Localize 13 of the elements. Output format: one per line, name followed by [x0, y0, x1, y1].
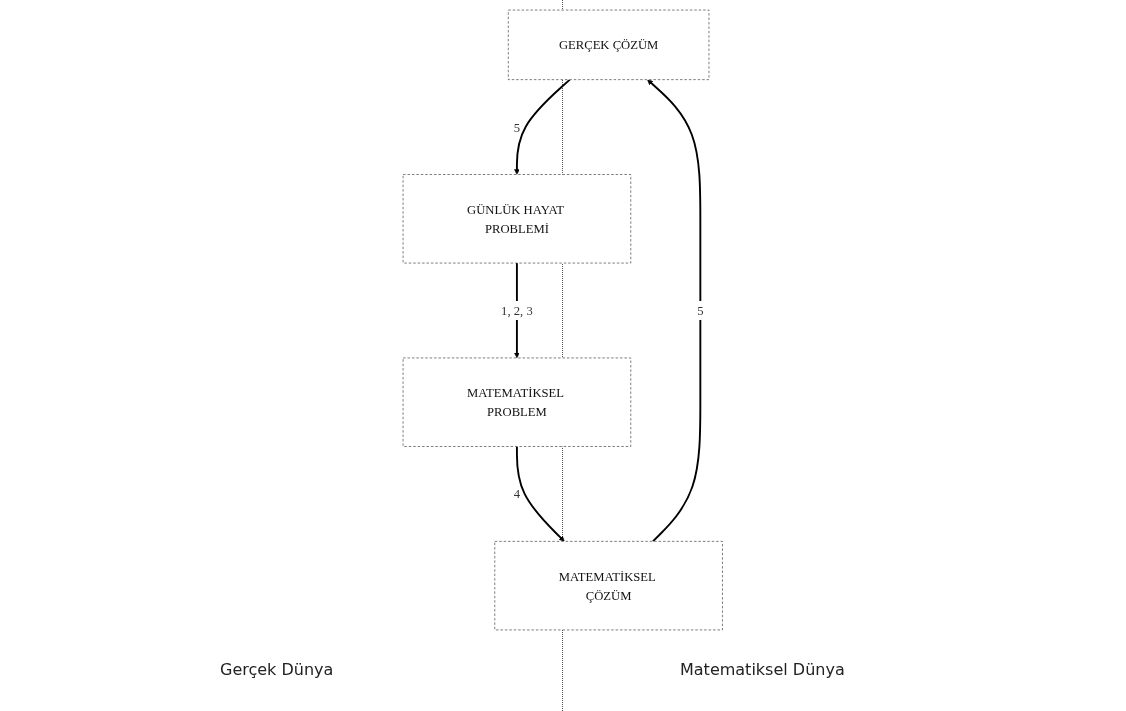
node-box: GÜNLÜK HAYAT PROBLEMİ: [402, 174, 632, 264]
region-label: Matematiksel Dünya: [680, 660, 845, 679]
edge-label: 4: [513, 486, 521, 501]
node-box: MATEMATİKSEL ÇÖZÜM: [494, 541, 723, 631]
node-box: GERÇEK ÇÖZÜM: [508, 9, 710, 80]
arrow: [647, 79, 702, 543]
edge-label: 5: [513, 120, 521, 135]
edge-label: 5: [697, 303, 704, 318]
arrow: [516, 445, 565, 542]
region-label: Gerçek Dünya: [220, 660, 334, 679]
arrow: [514, 78, 571, 175]
edge-label: 1, 2, 3: [501, 303, 533, 318]
node-box: MATEMATİKSEL PROBLEM: [402, 357, 632, 447]
